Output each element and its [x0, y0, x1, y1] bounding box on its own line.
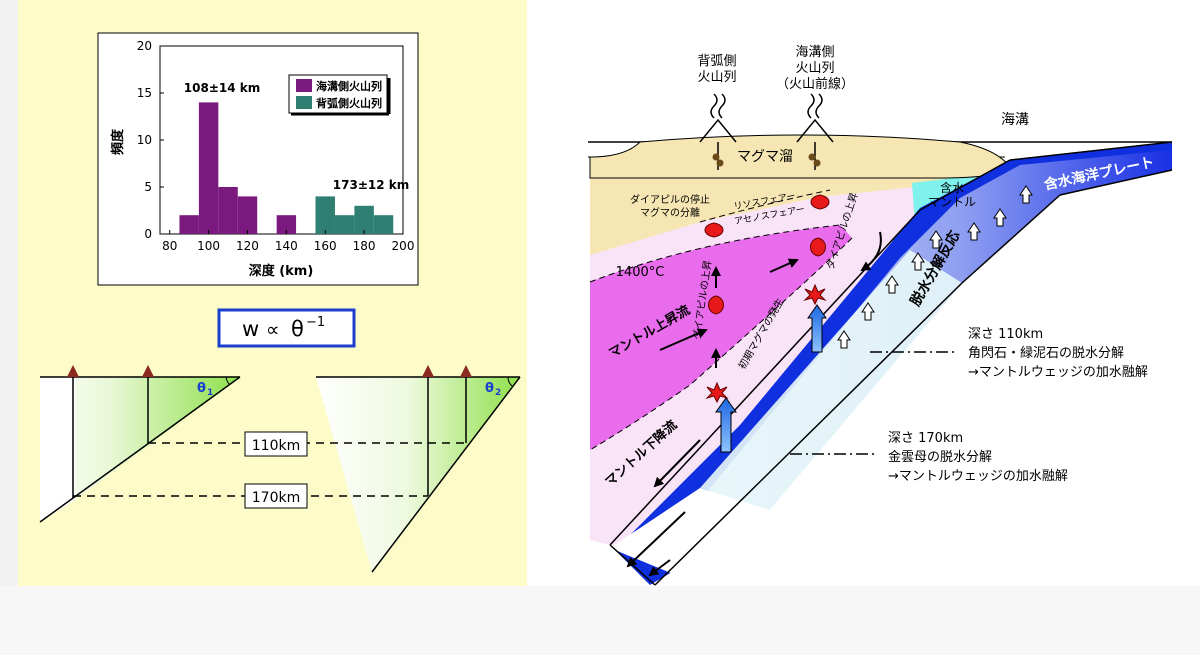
- formula-propto: ∝: [266, 319, 280, 341]
- depth-110-label: 110km: [252, 438, 300, 454]
- front-label-1: 海溝側: [795, 45, 834, 60]
- histogram-chart: 80 100 120 140 160 180 200 0 5 10 15 20 108±14 km 1…: [97, 32, 419, 286]
- dehydration-arrows: [837, 185, 1033, 349]
- backarc-label-2: 火山列: [697, 70, 736, 85]
- histogram-axes: 80 100 120 140 160 180 200 0 5 10 15 20: [137, 39, 415, 253]
- wedge-diagram-right: θ 2: [316, 365, 521, 573]
- melt-diapirs: [704, 194, 830, 404]
- wedge-diagram-left: θ 1: [39, 365, 241, 523]
- depth-170-label: 170km: [252, 490, 300, 506]
- blue-up-arrow: [807, 304, 827, 353]
- note-110-line1: 深さ 110km: [968, 327, 1043, 342]
- bottom-margin: [0, 586, 1200, 655]
- histogram-bar: [198, 102, 219, 235]
- histogram-bar: [373, 215, 394, 234]
- theta1-label: θ: [197, 381, 206, 396]
- note-110-line3: →マントルウェッジの加水融解: [968, 365, 1148, 380]
- histogram-bar: [179, 215, 199, 234]
- legend: 海溝側火山列 背弧側火山列: [288, 74, 391, 116]
- histogram-bar: [276, 215, 297, 234]
- magma-chamber: [589, 134, 1013, 179]
- backarc-label-1: 背弧側: [697, 54, 736, 69]
- y-axis-label: 頻度: [110, 128, 126, 155]
- formula-box: w ∝ θ −1: [217, 308, 356, 348]
- y-tick-label: 10: [137, 133, 152, 147]
- front-label-3: （火山前線）: [776, 76, 854, 92]
- diapir-stop-label-1: ダイアピルの停止: [630, 193, 710, 206]
- legend-swatch-trench: [296, 79, 312, 92]
- left-margin: [0, 0, 18, 655]
- isotherm-label: 1400°C: [616, 265, 665, 280]
- front-label-2: 火山列: [795, 61, 834, 76]
- volcano-icon: [67, 365, 79, 377]
- formula-theta: θ: [291, 317, 304, 341]
- volcano-icon: [142, 365, 154, 377]
- x-tick-label: 140: [275, 239, 298, 253]
- x-tick-label: 200: [392, 239, 415, 253]
- volcano-icon: [460, 365, 472, 377]
- note-170-line3: →マントルウェッジの加水融解: [888, 469, 1068, 484]
- diapir-stop-label-2: マグマの分離: [640, 206, 700, 219]
- histogram-bar: [315, 196, 335, 234]
- theta2-subscript: 2: [495, 388, 501, 398]
- formula-w: w: [242, 317, 259, 341]
- legend-label-trench: 海溝側火山列: [316, 79, 382, 93]
- hydrous-mantle-label-1: 含水: [940, 180, 964, 195]
- note-170-line2: 金雲母の脱水分解: [888, 449, 992, 465]
- annotation-right: 173±12 km: [333, 178, 409, 192]
- volcano-icon: [422, 365, 434, 377]
- x-tick-label: 180: [353, 239, 376, 253]
- x-tick-label: 160: [314, 239, 337, 253]
- y-tick-label: 5: [144, 180, 152, 194]
- theta1-subscript: 1: [207, 388, 213, 398]
- x-tick-label: 80: [162, 239, 177, 253]
- histogram-bars: [179, 102, 394, 235]
- hot-mantle: [590, 225, 852, 450]
- histogram-bar: [237, 196, 258, 234]
- lithosphere: [590, 178, 1000, 255]
- magma-chamber-label: マグマ溜: [737, 149, 793, 165]
- y-tick-label: 15: [137, 86, 152, 100]
- note-170-line1: 深さ 170km: [888, 431, 963, 446]
- x-tick-label: 100: [197, 239, 220, 253]
- x-tick-label: 120: [236, 239, 259, 253]
- subduction-cross-section: マグマ溜 含水海洋プレート 脱水分解反応 含水 マントル: [588, 45, 1173, 586]
- note-110-line2: 角閃石・緑泥石の脱水分解: [968, 346, 1124, 361]
- legend-swatch-backarc: [296, 96, 312, 109]
- histogram-bar: [218, 187, 238, 234]
- annotation-left: 108±14 km: [184, 81, 260, 95]
- histogram-bar: [354, 205, 374, 234]
- theta2-label: θ: [485, 381, 494, 396]
- x-axis-label: 深度 (km): [249, 263, 314, 279]
- formula-exponent: −1: [306, 315, 325, 330]
- blue-up-arrow: [715, 397, 737, 453]
- histogram-bar: [334, 215, 355, 234]
- depth-lines: 110km 170km: [73, 431, 466, 509]
- legend-label-backarc: 背弧側火山列: [316, 96, 382, 110]
- y-tick-label: 0: [144, 227, 152, 241]
- hydrous-mantle-label-2: マントル: [928, 195, 976, 209]
- y-tick-label: 20: [137, 39, 152, 53]
- trench-label: 海溝: [1001, 112, 1029, 128]
